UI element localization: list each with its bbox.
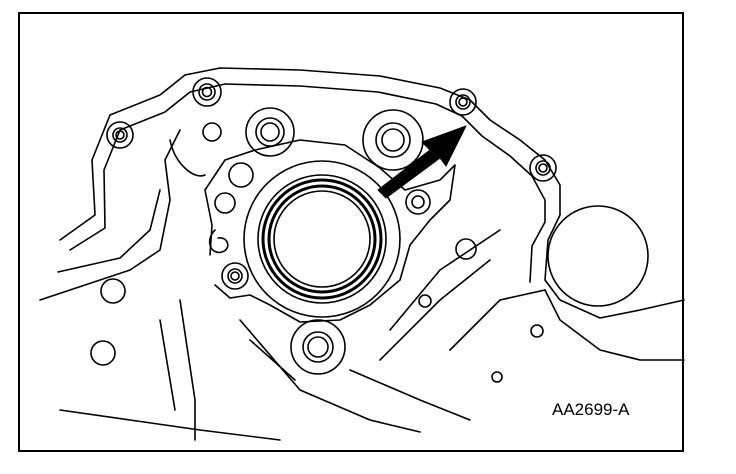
lower-web-right-3 [349,369,471,421]
block-left-rib [39,129,181,301]
lower-web-mid-2 [249,339,296,381]
lower-bolt-boss [290,319,346,375]
figure-reference-code: AA2699-A [552,400,630,419]
large-bosses [245,107,424,171]
block-left-edge [57,189,161,273]
lower-web-left-2 [159,319,176,411]
lower-web-right-4 [449,289,546,351]
left-cast-curve [169,139,206,177]
rear-main-seal [243,160,401,318]
pointer-arrow [377,125,467,199]
lower-web-mid [239,319,421,433]
seal-flange [204,139,456,323]
right-edge [544,289,685,361]
bottom-edge [59,409,281,441]
bolt-boss-group-top [106,77,557,182]
block-outline-inner [69,83,546,283]
small-holes [90,122,544,383]
hook-feature [208,229,229,254]
lower-web-right [389,229,501,331]
illustration-frame [18,12,684,452]
block-outline [59,67,685,319]
lower-web-left [179,299,196,441]
side-cover [547,205,649,307]
lower-web-right-2 [379,259,491,361]
